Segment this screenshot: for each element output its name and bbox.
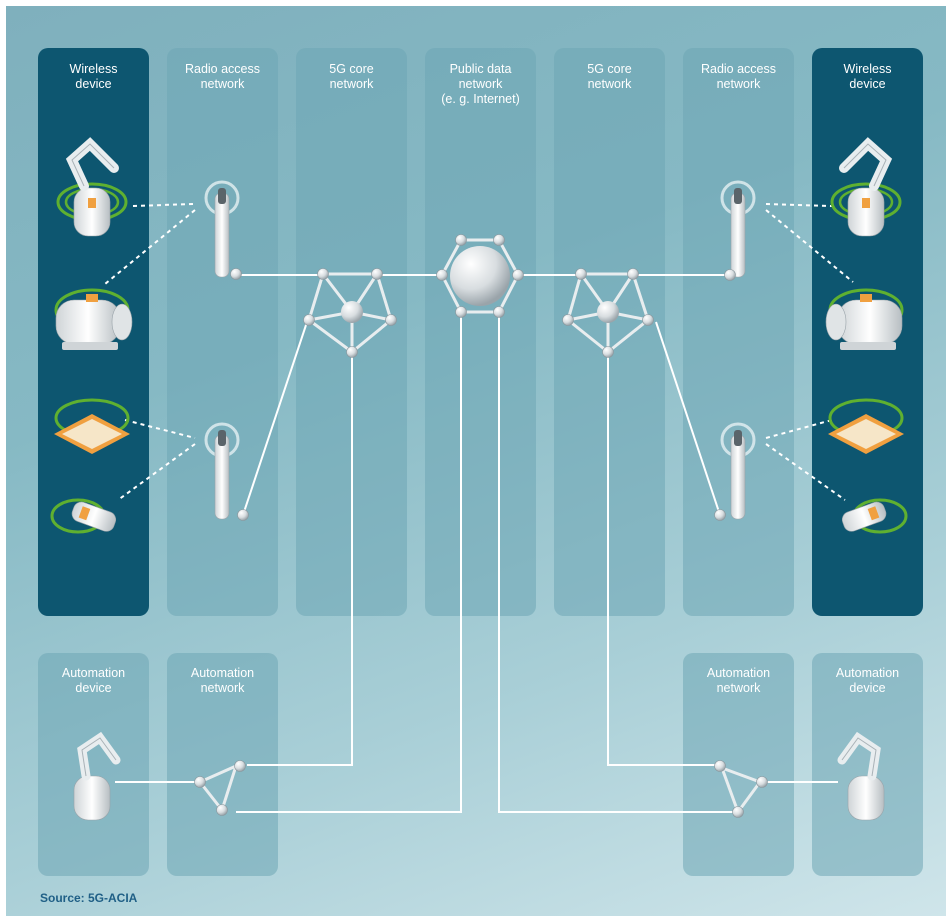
- label-automation-device-right: Automation device: [835, 666, 900, 695]
- motor-icon: [54, 288, 133, 350]
- automation-switch-icon: [714, 760, 768, 818]
- wired-links: [115, 274, 838, 813]
- column-ran-right: [683, 48, 794, 616]
- label-public-data: Public data network (e. g. Internet): [441, 62, 520, 106]
- antenna-icon: [720, 180, 756, 281]
- label-wireless-device-right: Wireless device: [843, 62, 892, 91]
- robot-arm-icon: [830, 137, 902, 237]
- motor-icon: [825, 288, 904, 350]
- robot-arm-icon: [837, 731, 885, 821]
- label-automation-network-left: Automation network: [190, 666, 255, 695]
- sensor-icon: [50, 498, 117, 534]
- robot-arm-icon: [56, 137, 128, 237]
- tablet-icon: [54, 398, 130, 454]
- source-caption: Source: 5G-ACIA: [40, 891, 138, 905]
- column-public-data: [425, 48, 536, 616]
- sensor-icon: [841, 498, 908, 534]
- column-automation-device-right: [812, 653, 923, 876]
- tablet-icon: [828, 398, 904, 454]
- core-network-node-icon: [303, 268, 397, 358]
- label-wireless-device-left: Wireless device: [69, 62, 118, 91]
- label-ran-left: Radio access network: [184, 62, 261, 91]
- column-automation-device-left: [38, 653, 149, 876]
- wireless-links: [104, 203, 854, 501]
- internet-globe-icon: [436, 234, 524, 318]
- automation-switch-icon: [194, 760, 246, 816]
- antenna-icon: [204, 180, 242, 280]
- robot-arm-icon: [73, 731, 121, 821]
- label-core-right: 5G core network: [587, 62, 632, 91]
- label-core-left: 5G core network: [329, 62, 374, 91]
- label-automation-device-left: Automation device: [61, 666, 126, 695]
- core-network-node-icon: [562, 268, 654, 358]
- label-ran-right: Radio access network: [700, 62, 777, 91]
- label-automation-network-right: Automation network: [706, 666, 771, 695]
- column-ran-left: [167, 48, 278, 616]
- antenna-icon: [204, 422, 249, 521]
- antenna-icon: [714, 422, 756, 521]
